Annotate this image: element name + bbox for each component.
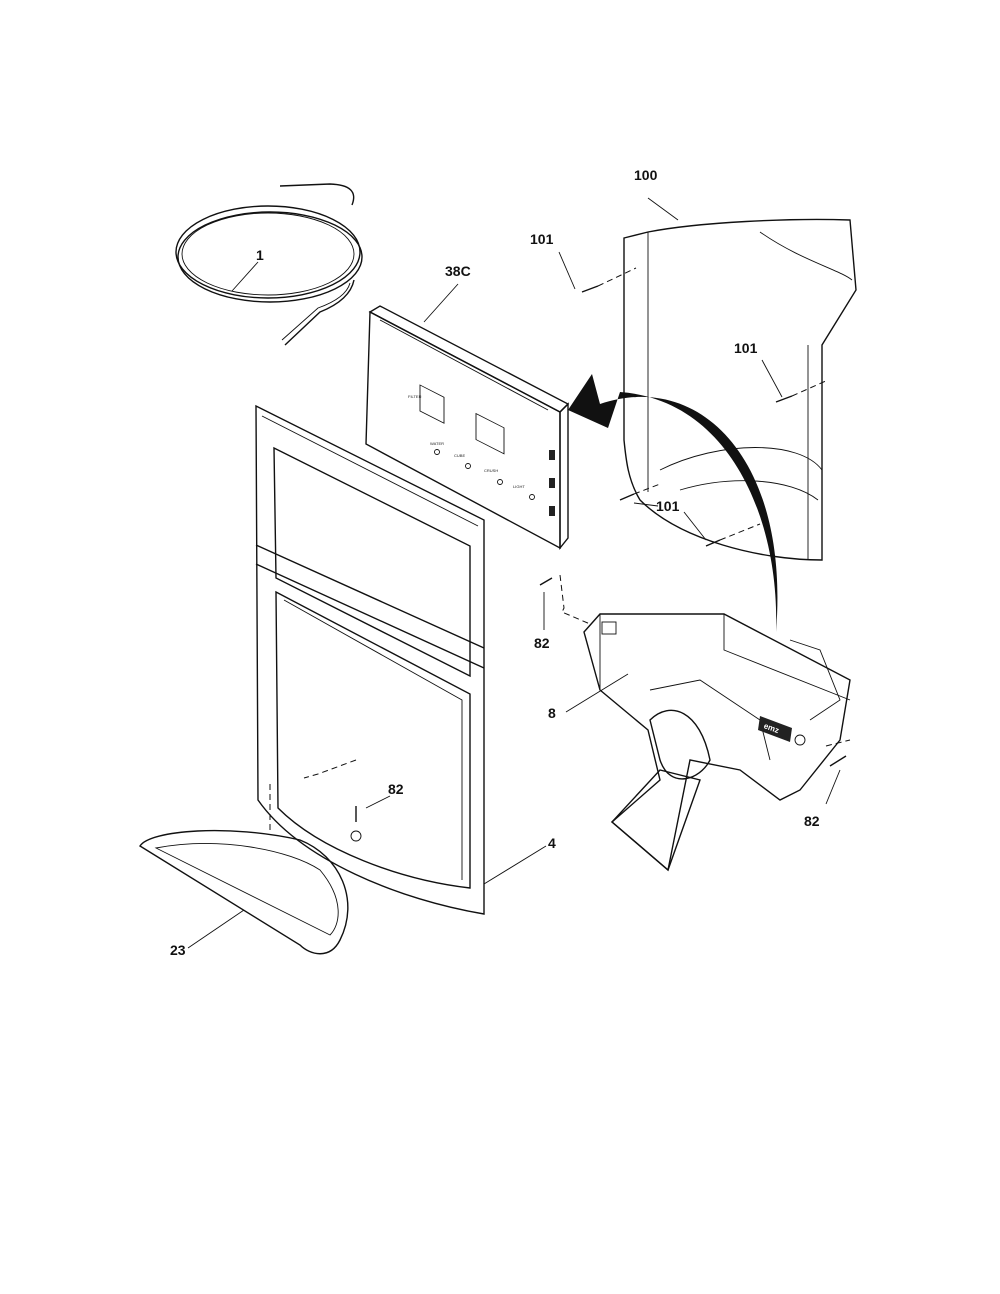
callout-part-100: 100 xyxy=(634,167,658,183)
screw-101-bottom xyxy=(705,539,721,547)
leader-part-23 xyxy=(187,909,245,949)
dispenser-bezel-frame xyxy=(255,404,547,915)
callout-part-82-center: 82 xyxy=(388,781,404,797)
callout-part-82-right: 82 xyxy=(804,813,820,829)
panel-label-filter: FILTER xyxy=(408,394,422,399)
leader-part-8 xyxy=(565,673,629,713)
control-panel-board: WATER CUBE CRUSH FILTER LIGHT xyxy=(365,283,570,550)
leader-part-101-right xyxy=(761,359,783,398)
screw-82-right xyxy=(829,755,847,767)
callout-part-38c: 38C xyxy=(445,263,471,279)
leader-part-82-center xyxy=(365,795,391,809)
screw-101-top xyxy=(581,285,599,293)
callout-part-101-right: 101 xyxy=(734,340,758,356)
screw-82-left xyxy=(539,577,553,586)
leader-part-38c xyxy=(423,283,459,323)
leader-part-1 xyxy=(231,261,259,292)
callout-part-82-left: 82 xyxy=(534,635,550,651)
panel-label-cube: CUBE xyxy=(454,453,465,458)
screws-82 xyxy=(269,574,851,842)
screw-101-right xyxy=(775,395,793,403)
leader-part-4 xyxy=(483,845,547,885)
dispenser-actuator-assembly: emz xyxy=(565,613,851,872)
callout-part-1: 1 xyxy=(256,247,264,263)
panel-label-water: WATER xyxy=(430,441,444,446)
callout-part-101-bottom: 101 xyxy=(656,498,680,514)
callout-part-8: 8 xyxy=(548,705,556,721)
callout-part-4: 4 xyxy=(548,835,556,851)
screw-101-left xyxy=(619,493,635,501)
panel-label-crush: CRUSH xyxy=(484,468,498,473)
leader-part-101-top xyxy=(558,251,576,290)
dispenser-housing xyxy=(623,197,857,561)
assembly-arrow xyxy=(568,374,778,632)
tubing-coil xyxy=(175,183,363,346)
leader-part-82-right xyxy=(825,769,841,805)
drip-tray xyxy=(139,829,349,955)
screws-101 xyxy=(558,251,829,547)
leader-part-100 xyxy=(647,197,679,221)
panel-label-light: LIGHT xyxy=(513,484,525,489)
callout-part-101-top: 101 xyxy=(530,231,554,247)
callout-part-23: 23 xyxy=(170,942,186,958)
